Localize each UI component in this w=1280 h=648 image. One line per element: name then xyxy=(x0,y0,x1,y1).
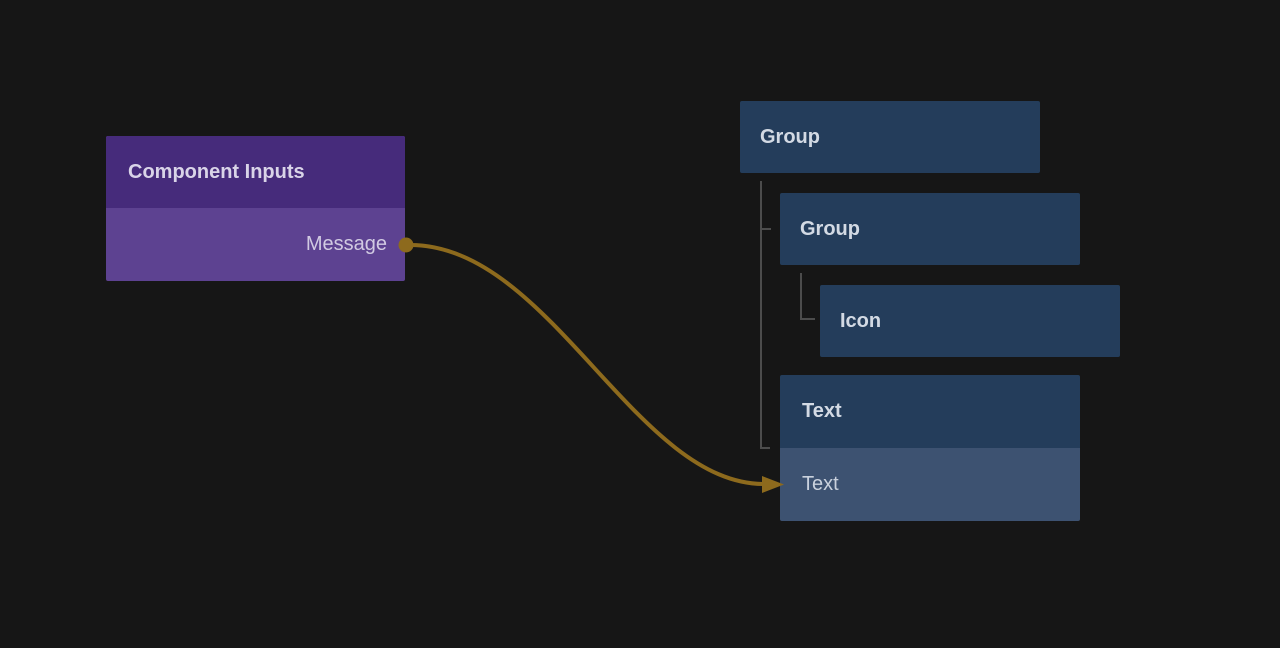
tree-connector-tick-group2 xyxy=(760,228,771,230)
layer-node-group-child[interactable]: Group xyxy=(780,193,1080,265)
text-input-row-label: Text xyxy=(802,473,839,495)
tree-connector-vline-group2 xyxy=(800,273,802,320)
tree-connector-tick-icon xyxy=(800,318,815,320)
message-output-row[interactable]: Message xyxy=(106,208,405,281)
layer-node-label: Group xyxy=(760,125,820,148)
layer-node-group-root[interactable]: Group xyxy=(740,101,1040,173)
layer-node-text[interactable]: Text Text xyxy=(780,375,1080,521)
layer-node-text-header[interactable]: Text xyxy=(780,375,1080,448)
connection-wire[interactable] xyxy=(408,243,766,486)
layer-node-label: Group xyxy=(800,217,860,240)
component-inputs-header[interactable]: Component Inputs xyxy=(106,136,405,208)
tree-connector-tick-text xyxy=(760,447,770,449)
layer-node-label: Icon xyxy=(840,309,882,332)
message-output-label: Message xyxy=(305,233,387,255)
layer-node-icon[interactable]: Icon xyxy=(820,285,1120,357)
layer-node-label: Text xyxy=(802,400,842,422)
component-inputs-title: Component Inputs xyxy=(128,160,305,183)
text-input-row[interactable]: Text xyxy=(780,448,1080,521)
component-inputs-node[interactable]: Component Inputs Message xyxy=(106,136,405,281)
tree-connector-vline-root xyxy=(760,181,762,449)
